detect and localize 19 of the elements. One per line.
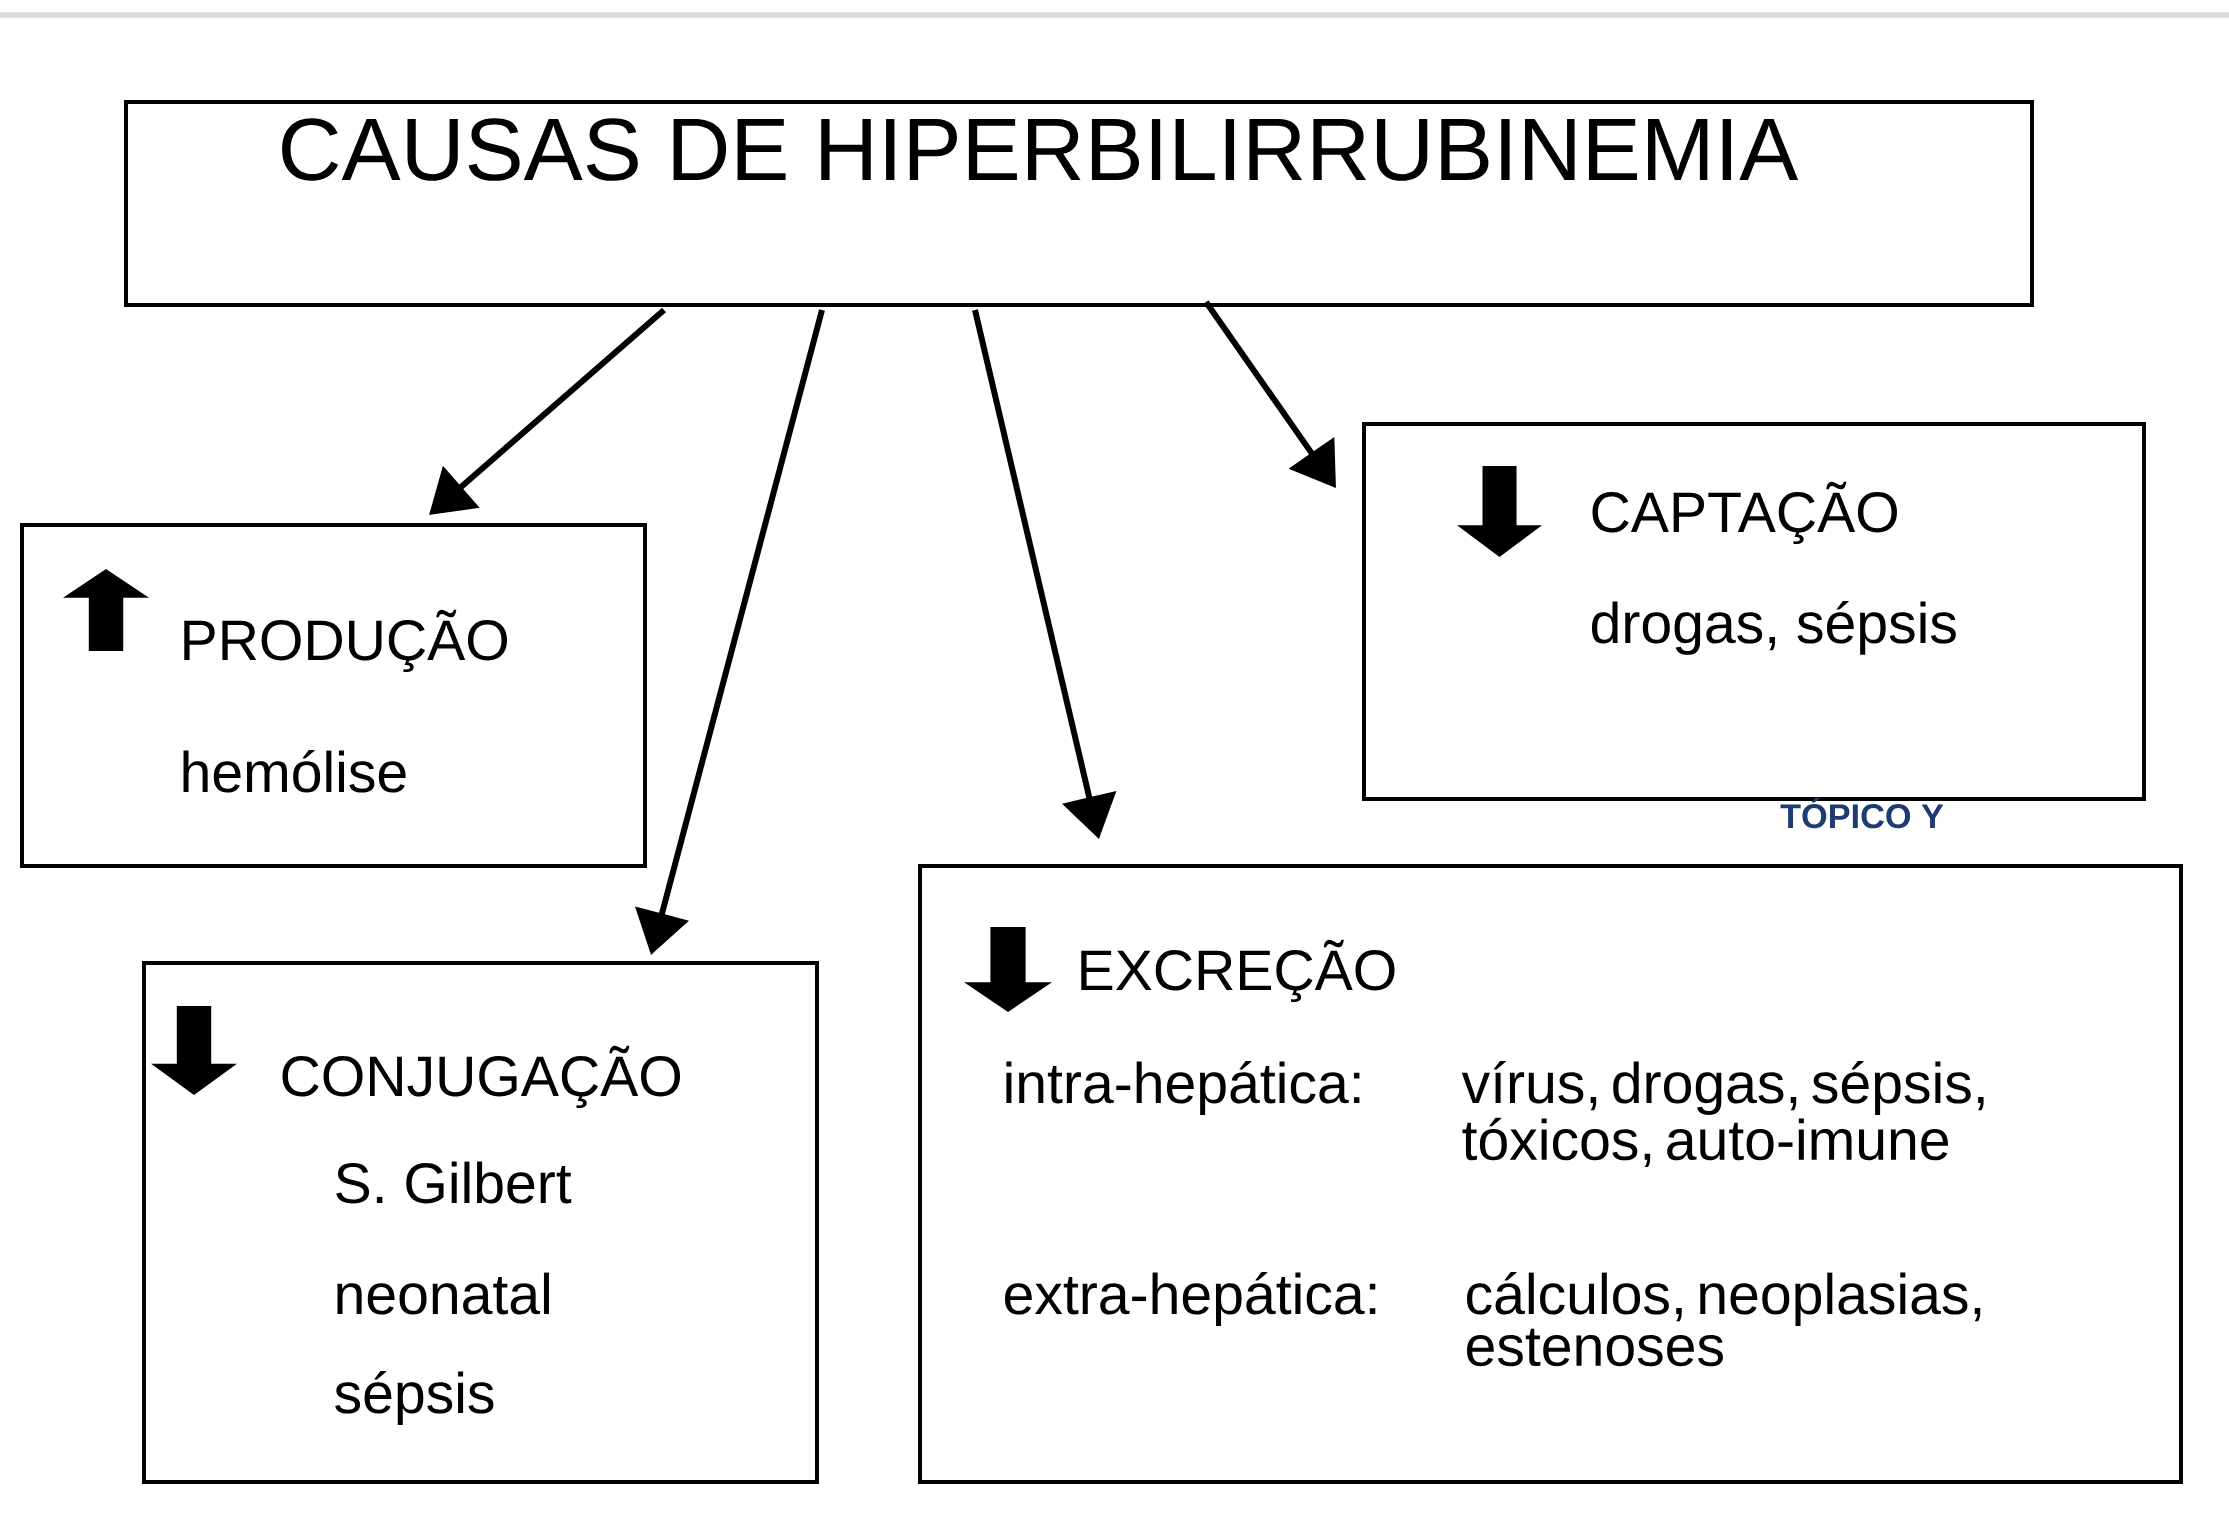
body-text: intra-hepática: [1006, 1060, 1360, 1115]
body-text: sépsis [335, 1370, 494, 1425]
body-text: neonatal [337, 1272, 549, 1315]
body-text: drogas, sépsis [1592, 600, 1956, 655]
cause-box [918, 864, 2183, 1484]
note-text: TÓPICO Y [1780, 797, 1944, 829]
heading-text: CONJUGAÇÃO [282, 1045, 681, 1109]
cause-box [20, 523, 647, 868]
heading-text: CAPTAÇÃO [1592, 481, 1897, 545]
cause-box [142, 961, 819, 1484]
body-text: hemólise [183, 749, 406, 793]
heading-text: PRODUÇÃO [184, 609, 507, 673]
title-box [124, 100, 2034, 307]
title-text: CAUSAS DE HIPERBILIRRUBINEMIA [282, 118, 1799, 181]
heading-text: EXCREÇÃO [1081, 939, 1395, 1003]
body-text: vírus, drogas, sépsis, tóxicos, auto-imune [1461, 1060, 1984, 1168]
body-text: S. Gilbert [336, 1161, 572, 1204]
body-text: cálculos, neoplasias, estenoses [1467, 1271, 1981, 1367]
body-text: extra-hepática: [1005, 1271, 1376, 1326]
